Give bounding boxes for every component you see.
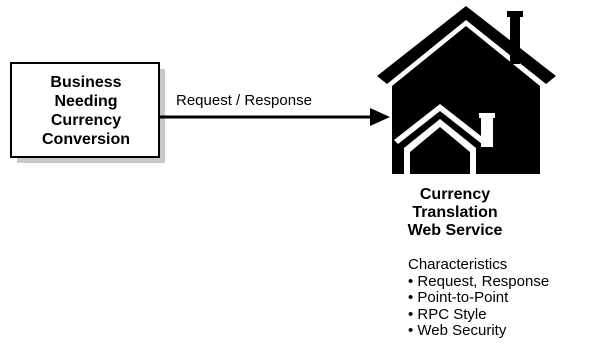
client-box <box>10 62 160 158</box>
service-title-line-2: Translation <box>412 204 498 221</box>
characteristic-item: Point-to-Point <box>408 289 549 307</box>
connection-label: Request / Response <box>176 92 312 109</box>
client-line-3: Currency <box>50 112 122 129</box>
service-title-line-3: Web Service <box>407 222 503 239</box>
client-box-label: Business Needing Currency Conversion <box>12 64 160 158</box>
request-response-arrow <box>159 108 390 126</box>
characteristics-list: Characteristics Request, Response Point-… <box>408 256 549 340</box>
characteristic-item: Request, Response <box>408 273 549 291</box>
characteristics-heading: Characteristics <box>408 256 508 273</box>
service-title-line-1: Currency <box>419 186 491 203</box>
characteristic-item: RPC Style <box>408 306 549 324</box>
service-title: Currency Translation Web Service <box>382 186 528 240</box>
client-line-1: Business <box>50 74 122 91</box>
characteristic-item: Web Security <box>408 322 549 340</box>
house-icon <box>377 6 556 174</box>
client-line-4: Conversion <box>41 131 130 148</box>
client-line-2: Needing <box>54 93 118 110</box>
